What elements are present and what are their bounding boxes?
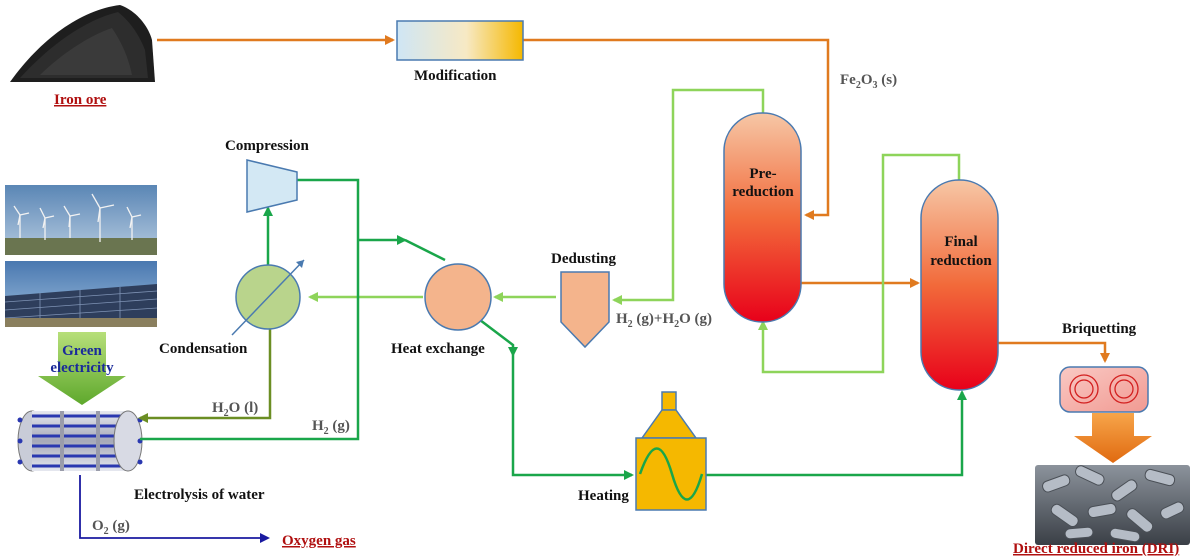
- oxygen-gas-label: Oxygen gas: [282, 533, 356, 549]
- light-gas-lines: [308, 88, 961, 374]
- ore-stream: [157, 35, 1110, 363]
- green-electricity-label-2: electricity: [50, 360, 114, 376]
- condensation-label: Condensation: [159, 341, 248, 357]
- solar-panel-image: [4, 261, 158, 327]
- water-line: [138, 323, 272, 423]
- compressor-unit: [246, 159, 298, 213]
- final-reduction-label-2: reduction: [930, 253, 992, 269]
- green-electricity-label-1: Green: [62, 343, 102, 359]
- heating-label: Heating: [578, 488, 629, 504]
- pre-reduction-label-1: Pre-: [749, 166, 776, 182]
- pre-reduction-reactor: [723, 112, 802, 323]
- final-reduction-label-1: Final: [944, 234, 977, 250]
- green-electricity-arrow: [38, 332, 126, 405]
- iron-ore-label: Iron ore: [54, 92, 107, 108]
- dedusting-unit: [560, 271, 610, 349]
- briquetting-unit: [1059, 366, 1149, 413]
- dri-image: [1035, 465, 1190, 545]
- modification-unit: [396, 20, 524, 61]
- pre-reduction-label-2: reduction: [732, 184, 794, 200]
- heat-exchanger-unit: [424, 263, 492, 331]
- electrolysis-label: Electrolysis of water: [134, 487, 265, 503]
- h2-gas-label: H2 (g): [312, 418, 350, 437]
- heat-exchange-label: Heat exchange: [391, 341, 485, 357]
- briquetting-output-arrow: [1074, 413, 1152, 463]
- briquetting-label: Briquetting: [1062, 321, 1137, 337]
- compression-label: Compression: [225, 138, 310, 154]
- heater-unit: [635, 391, 707, 511]
- dedusting-label: Dedusting: [551, 251, 617, 267]
- dri-label: Direct reduced iron (DRI): [1013, 541, 1179, 557]
- h2o-liquid-label: H2O (l): [212, 400, 258, 419]
- modification-label: Modification: [414, 68, 497, 84]
- final-reduction-reactor: [920, 179, 999, 391]
- h2-h2o-label: H2 (g)+H2O (g): [616, 311, 712, 330]
- o2-gas-label: O2 (g): [92, 518, 130, 537]
- wind-turbine-image: [5, 185, 157, 255]
- electrolyzer-icon: [17, 410, 143, 472]
- iron-ore-image: [10, 5, 155, 82]
- condenser-unit: [231, 259, 305, 336]
- oxygen-line: [79, 475, 270, 543]
- hydrogen-lines: [140, 178, 967, 480]
- fe2o3-label: Fe2O3 (s): [840, 72, 897, 91]
